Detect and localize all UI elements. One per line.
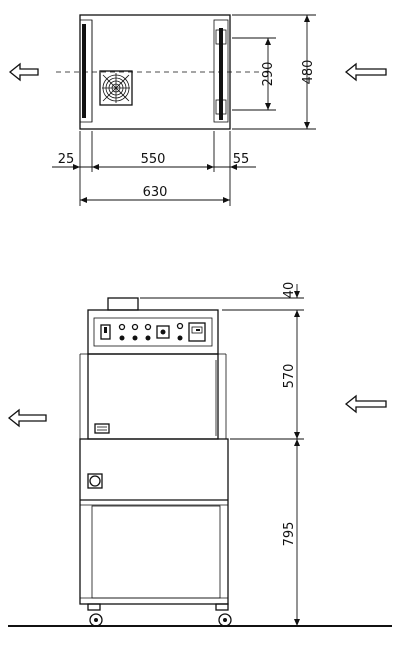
dim-width-center: 550 — [141, 152, 166, 167]
control-head — [87, 309, 219, 355]
top-view-right-rail — [213, 19, 229, 123]
flow-arrow-left-icon — [8, 62, 39, 82]
top-view-left-rail-fill — [82, 24, 86, 118]
indicator-light — [118, 323, 126, 331]
shrink-tunnel — [87, 353, 219, 440]
stand-opening — [91, 505, 221, 599]
dim-width-total: 630 — [143, 185, 168, 200]
dim-depth-inner: 290 — [261, 62, 276, 87]
top-view: 290 480 25 550 55 630 — [8, 14, 387, 206]
temperature-dial — [156, 325, 170, 339]
control-knob — [177, 335, 183, 341]
label-plate — [94, 423, 110, 434]
caster-wheel-icon — [215, 603, 232, 627]
top-view-right-rail-fill — [219, 28, 223, 120]
top-view-right-bracket-bottom — [215, 99, 227, 115]
control-knob — [145, 335, 151, 341]
power-switch — [100, 324, 111, 340]
display-unit — [188, 322, 206, 342]
dim-stand-height: 795 — [282, 522, 297, 547]
indicator-light — [144, 323, 152, 331]
top-cap — [107, 297, 139, 311]
flow-arrow-left-icon — [344, 62, 387, 82]
front-view: 40 570 795 — [7, 282, 392, 627]
flow-arrow-left-icon — [7, 408, 47, 428]
dim-width-left: 25 — [58, 152, 75, 167]
caster-wheel-icon — [87, 603, 103, 627]
dim-tunnel-height: 570 — [282, 364, 297, 389]
fan-grille-icon — [99, 70, 133, 106]
dim-width-right: 55 — [233, 152, 250, 167]
control-panel — [93, 317, 213, 347]
control-knob — [119, 335, 125, 341]
stand-frame — [79, 438, 229, 605]
flow-arrow-left-icon — [344, 394, 387, 414]
control-knob — [132, 335, 138, 341]
dim-depth-total: 480 — [301, 60, 316, 85]
fan-grille-icon — [87, 473, 103, 489]
indicator-light — [176, 322, 184, 330]
dim-top-cap: 40 — [282, 282, 297, 299]
top-view-right-bracket-top — [215, 29, 227, 45]
indicator-light — [131, 323, 139, 331]
